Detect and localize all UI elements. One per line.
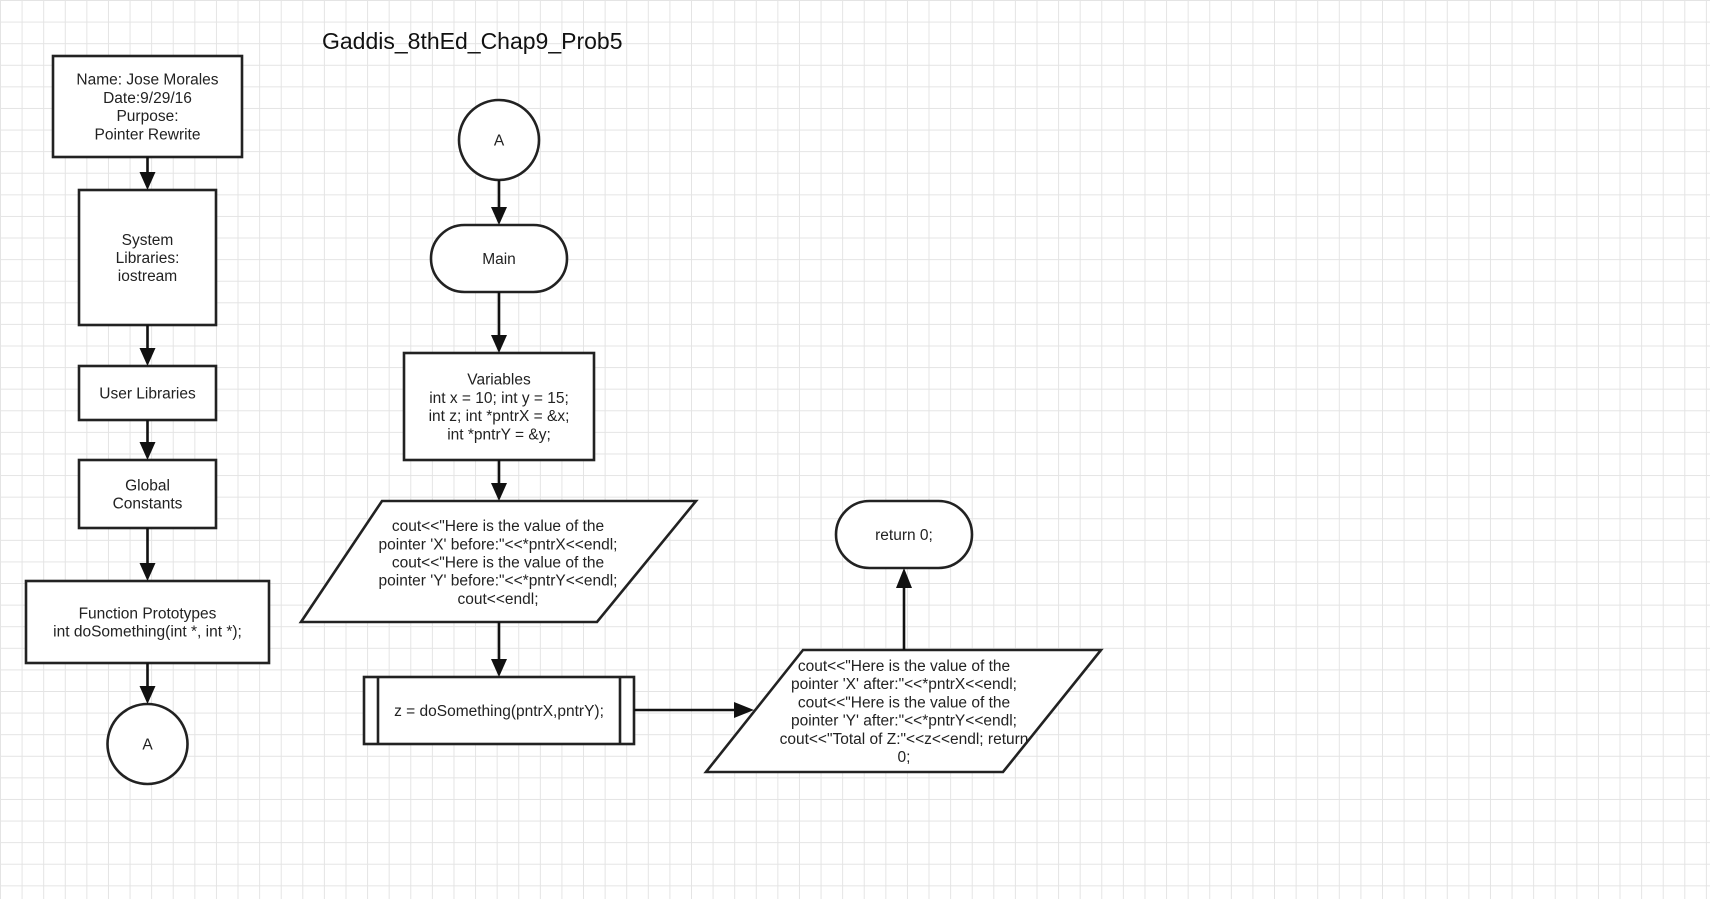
label-line: int x = 10; int y = 15; <box>429 390 569 407</box>
label-line: pointer 'X' before:"<<*pntrX<<endl; <box>379 536 618 553</box>
edge-function-prototypes-to-connector-a <box>139 663 156 704</box>
label-line: z = doSomething(pntrX,pntrY); <box>394 703 604 720</box>
label-line: 0; <box>898 749 911 766</box>
edge-output-after-to-return <box>896 568 912 650</box>
main-terminal-node[interactable]: Main <box>429 223 569 294</box>
label-line: System <box>122 232 174 249</box>
label-line: Name: Jose Morales <box>76 72 218 89</box>
label-line: iostream <box>118 268 177 285</box>
label-line: Main <box>482 251 516 268</box>
label-line: cout<<endl; <box>457 591 538 608</box>
label-line: cout<<"Here is the value of the <box>392 518 604 535</box>
label-line: Constants <box>113 496 183 513</box>
connector-a-bottom-label: A <box>142 737 153 754</box>
arrowhead <box>896 568 912 588</box>
connector-a-top-node[interactable]: A <box>457 98 541 182</box>
call-do-something-subprocess-node[interactable]: z = doSomething(pntrX,pntrY); <box>362 675 636 746</box>
label-line: Date:9/29/16 <box>103 90 192 107</box>
label-line: cout<<"Here is the value of the <box>798 694 1010 711</box>
label-line: int z; int *pntrX = &x; <box>429 408 570 425</box>
edge-user-libraries-to-global-constants <box>139 420 156 460</box>
label-line: A <box>494 133 505 150</box>
return-zero-label: return 0; <box>875 527 933 544</box>
label-line: pointer 'Y' after:"<<*pntrY<<endl; <box>791 713 1017 730</box>
label-line: Function Prototypes <box>79 605 217 622</box>
edge-main-to-variables <box>491 292 507 353</box>
label-line: int *pntrY = &y; <box>447 426 551 443</box>
edge-connector-a-to-main <box>491 180 507 225</box>
arrowhead <box>491 335 507 353</box>
label-line: cout<<"Total of Z:"<<z<<endl; return <box>780 731 1029 748</box>
label-line: pointer 'Y' before:"<<*pntrY<<endl; <box>379 573 618 590</box>
arrowhead <box>491 659 507 677</box>
arrowhead <box>139 172 156 190</box>
main-label: Main <box>482 251 516 268</box>
label-line: int doSomething(int *, int *); <box>53 624 242 641</box>
function-prototypes-node[interactable]: Function Prototypes int doSomething(int *… <box>24 579 271 665</box>
call-do-something-label: z = doSomething(pntrX,pntrY); <box>394 703 604 720</box>
arrowhead <box>734 702 754 718</box>
edge-call-to-output-after <box>634 702 754 718</box>
label-line: cout<<"Here is the value of the <box>392 555 604 572</box>
label-line: pointer 'X' after:"<<*pntrX<<endl; <box>791 676 1017 693</box>
label-line: User Libraries <box>99 386 196 403</box>
edge-output-before-to-call <box>491 622 507 677</box>
label-line: return 0; <box>875 527 933 544</box>
arrowhead <box>491 207 507 225</box>
label-line: Pointer Rewrite <box>95 126 201 143</box>
arrowhead <box>139 686 156 704</box>
label-line: Purpose: <box>116 108 178 125</box>
arrowhead <box>139 563 156 581</box>
arrowhead <box>139 348 156 366</box>
function-prototypes-label: Function Prototypes int doSomething(int *… <box>53 605 242 640</box>
label-line: Global <box>125 477 170 494</box>
edge-system-to-user-libraries <box>139 325 156 366</box>
edge-global-constants-to-function-prototypes <box>139 528 156 581</box>
edge-variables-to-output-before <box>491 460 507 501</box>
label-line: A <box>142 737 153 754</box>
arrowhead <box>139 442 156 460</box>
user-libraries-label: User Libraries <box>99 386 196 403</box>
user-libraries-node[interactable]: User Libraries <box>77 364 218 422</box>
label-line: Variables <box>467 372 531 389</box>
arrowhead <box>491 483 507 501</box>
return-zero-terminal-node[interactable]: return 0; <box>834 499 974 570</box>
connector-a-bottom-node[interactable]: A <box>106 702 189 786</box>
label-line: cout<<"Here is the value of the <box>798 658 1010 675</box>
edge-header-to-system-libraries <box>139 157 156 190</box>
label-line: Libraries: <box>116 250 180 267</box>
diagram-title: Gaddis_8thEd_Chap9_Prob5 <box>322 28 623 54</box>
connector-a-top-label: A <box>494 133 505 150</box>
